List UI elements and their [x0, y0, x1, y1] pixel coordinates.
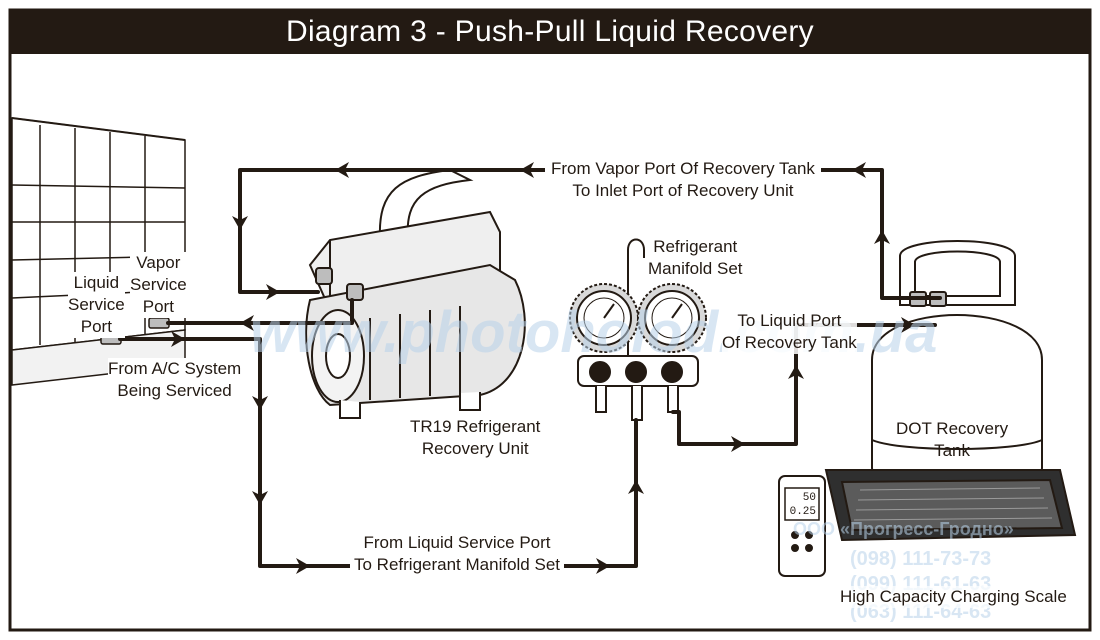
- watermark-phone-1: (098) 111-73-73: [850, 548, 991, 570]
- label-liquid-service-port: Liquid Service Port: [68, 272, 125, 338]
- scale-display-reading-1: 50: [803, 492, 816, 504]
- watermark-company: ООО «Прогресс-Гродно»: [793, 519, 1014, 539]
- label-liquid-service-line-2: Service: [68, 295, 125, 314]
- label-vapor-return-line-1: From Vapor Port Of Recovery Tank: [551, 159, 815, 178]
- label-liquid-line: From Liquid Service Port To Refrigerant …: [350, 532, 564, 576]
- label-charging-scale-text: High Capacity Charging Scale: [840, 587, 1067, 606]
- recovery-unit-drawing: [305, 168, 526, 419]
- label-manifold-line-1: Refrigerant: [653, 237, 738, 256]
- manifold-gauge-set: [569, 238, 707, 421]
- label-vapor-return: From Vapor Port Of Recovery Tank To Inle…: [545, 158, 821, 202]
- label-vapor-service-port: Vapor Service Port: [130, 252, 187, 318]
- label-vapor-return-line-2: To Inlet Port of Recovery Unit: [572, 181, 794, 200]
- label-recovery-tank-line-1: DOT Recovery: [896, 419, 1009, 438]
- diagram-title-bar: Diagram 3 - Push-Pull Liquid Recovery: [10, 10, 1090, 54]
- hose-vapor-service-port: [166, 298, 354, 325]
- label-from-ac-line-2: Being Serviced: [117, 381, 232, 400]
- label-recovery-tank-line-2: Tank: [934, 441, 971, 460]
- label-vapor-service-line-1: Vapor: [136, 253, 181, 272]
- scale-display-reading-2: 0.25: [790, 506, 816, 518]
- label-from-ac-line-1: From A/C System: [108, 359, 242, 378]
- diagram-title: Diagram 3 - Push-Pull Liquid Recovery: [286, 15, 814, 48]
- label-vapor-service-line-2: Service: [130, 275, 187, 294]
- label-liquid-line-2: To Refrigerant Manifold Set: [354, 555, 560, 574]
- label-manifold-set: Refrigerant Manifold Set: [648, 236, 743, 280]
- flow-arrows: [171, 162, 915, 574]
- label-charging-scale: High Capacity Charging Scale: [840, 586, 1067, 608]
- hose-liquid-service-to-manifold: [118, 337, 638, 568]
- label-liquid-service-line-3: Port: [80, 317, 112, 336]
- label-to-liquid-line-1: To Liquid Port: [737, 311, 842, 330]
- label-liquid-line-1: From Liquid Service Port: [363, 533, 551, 552]
- label-vapor-service-line-3: Port: [142, 297, 174, 316]
- label-liquid-service-line-1: Liquid: [73, 273, 120, 292]
- label-recovery-unit-line-2: Recovery Unit: [421, 439, 529, 458]
- label-to-liquid-port: To Liquid Port Of Recovery Tank: [722, 310, 857, 354]
- label-manifold-line-2: Manifold Set: [648, 259, 743, 278]
- label-from-ac-system: From A/C System Being Serviced: [108, 358, 242, 402]
- label-recovery-unit: TR19 Refrigerant Recovery Unit: [410, 416, 540, 460]
- label-recovery-unit-line-1: TR19 Refrigerant: [410, 417, 541, 436]
- charging-scale-drawing: [778, 469, 1077, 577]
- label-recovery-tank: DOT Recovery Tank: [896, 418, 1008, 462]
- label-to-liquid-line-2: Of Recovery Tank: [722, 333, 857, 352]
